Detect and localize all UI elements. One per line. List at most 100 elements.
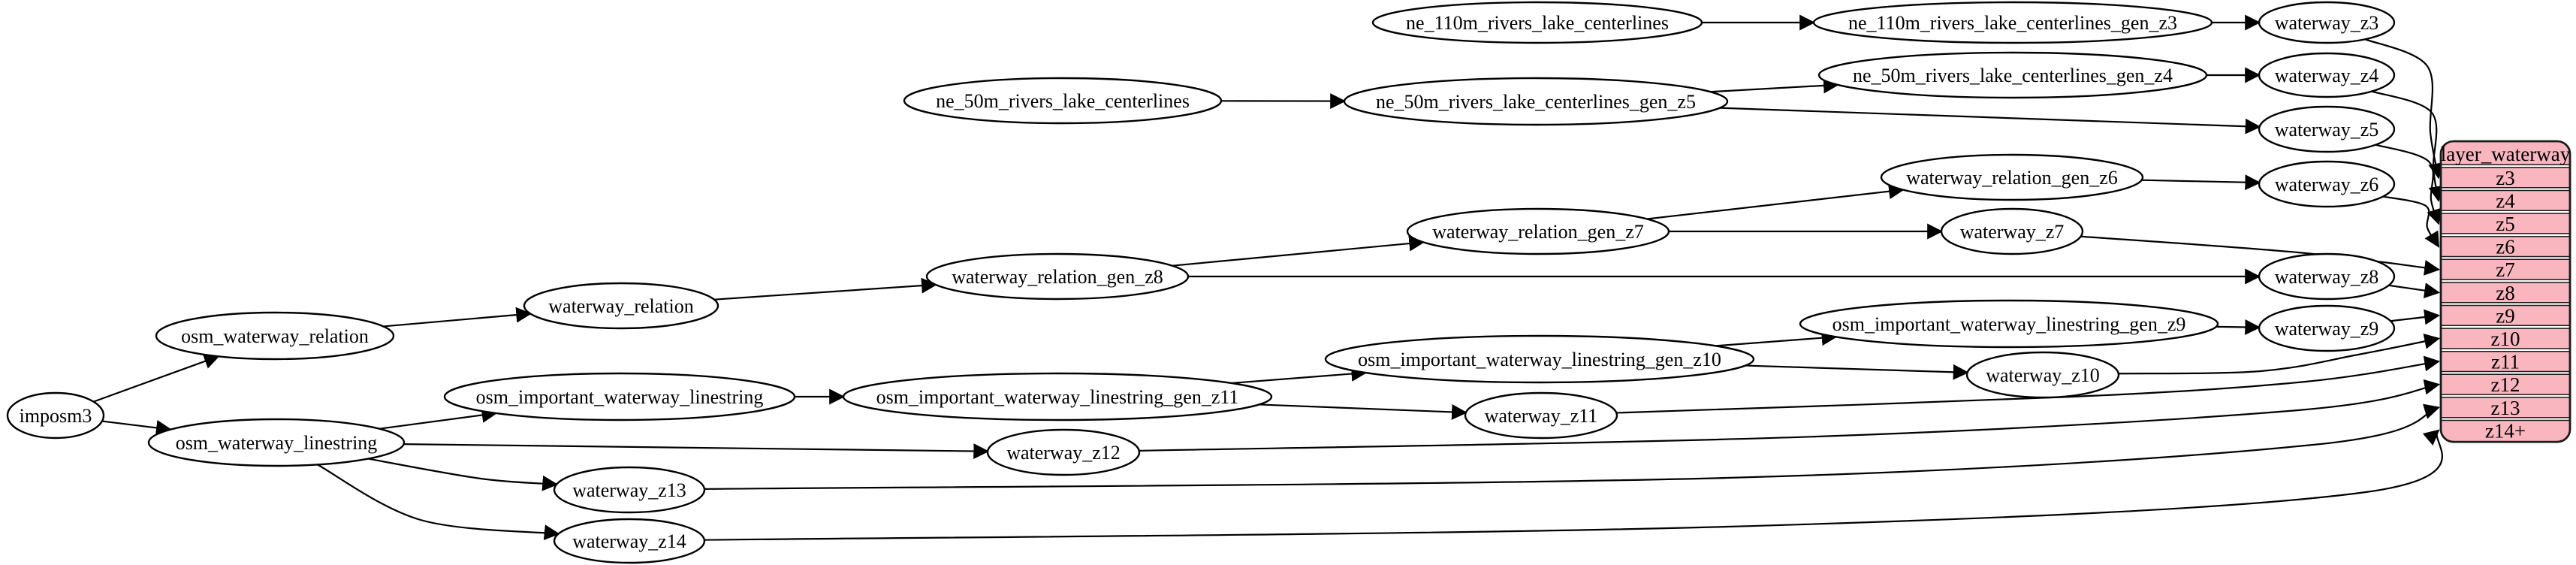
node-label: waterway_z8 [2275,266,2379,288]
node-label: imposm3 [20,405,92,427]
node-ellipse [2258,105,2396,153]
edge-waterway_z4--layer_waterway-z4 [2371,90,2445,202]
node-label: waterway_z11 [1485,405,1598,427]
edge-imposm3--osm_waterway_relation [93,353,220,403]
node-waterway_z12: waterway_z12 [986,428,1141,476]
node-label: ne_50m_rivers_lake_centerlines [936,90,1190,112]
table-border [2439,140,2571,443]
node-ellipse [443,372,796,421]
node-label: waterway_z13 [572,479,686,501]
table-row-z5: z5 [2496,213,2514,235]
table-row-label: z8 [2496,282,2514,304]
table-row-z12: z12 [2491,373,2520,396]
node-waterway_z4: waterway_z4 [2258,52,2396,98]
node-ellipse [1406,207,1670,255]
node-waterway_relation_gen_z6: waterway_relation_gen_z6 [1880,153,2144,201]
edge-imposm3--osm_waterway_linestring [101,420,172,436]
table-row-z4: z4 [2496,189,2515,212]
node-ellipse [2258,160,2396,208]
node-ellipse [1324,334,1755,384]
node-ne_110m_rivers_lake_centerlines: ne_110m_rivers_lake_centerlines [1371,1,1703,44]
node-ellipse [1371,1,1703,44]
node-waterway_relation: waterway_relation [523,282,719,330]
edge-osm_waterway_linestring--waterway_z14 [317,464,560,541]
edge-osm_waterway_linestring--waterway_z13 [367,458,559,491]
node-label: waterway_z10 [1986,364,2100,386]
node-label: waterway_z6 [2275,174,2379,195]
node-ellipse [523,282,719,330]
table-row-label: z6 [2496,236,2514,258]
table-row-z11: z11 [2491,351,2520,373]
node-ellipse [925,252,1190,301]
node-ellipse [553,518,706,564]
edge-waterway_z6--layer_waterway-z6 [2382,195,2440,248]
node-label: osm_waterway_relation [181,325,369,347]
node-label: ne_50m_rivers_lake_centerlines_gen_z5 [1376,91,1696,113]
edge-waterway_z10--layer_waterway-z10 [2118,333,2441,375]
edge-osm_important_waterway_linestring_gen_z9--waterway_z9 [2216,319,2261,335]
node-label: waterway_z14 [572,530,686,552]
node-label: osm_important_waterway_linestring_gen_z1… [1358,349,1721,370]
nodes-layer: imposm3 osm_waterway_relation osm_waterway… [6,1,2396,564]
node-label: osm_waterway_linestring [176,432,378,454]
node-ellipse [842,372,1273,421]
node-ellipse [1464,391,1618,440]
node-ellipse [1343,77,1729,126]
table-row-label: z13 [2491,397,2520,419]
table-row-label: z3 [2496,167,2514,189]
node-ne_50m_rivers_lake_centerlines_gen_z4: ne_50m_rivers_lake_centerlines_gen_z4 [1817,51,2208,99]
edge-ne_50m_rivers_lake_centerlines_gen_z5--ne_50m_rivers_lake_centerlines_gen_z4 [1710,77,1839,94]
edge-osm_waterway_linestring--waterway_z12 [403,443,990,459]
edge-waterway_z13--layer_waterway-z13 [704,403,2441,491]
node-osm_important_waterway_linestring_gen_z9: osm_important_waterway_linestring_gen_z9 [1799,299,2219,349]
edge-waterway_z7--layer_waterway-z7 [2080,235,2441,276]
node-ellipse [2258,52,2396,98]
edge-waterway_z12--layer_waterway-z12 [1139,379,2441,452]
node-label: waterway_relation_gen_z8 [952,266,1163,288]
node-label: ne_50m_rivers_lake_centerlines_gen_z4 [1853,65,2173,86]
edge-ne_50m_rivers_lake_centerlines_gen_z5--waterway_z5 [1719,107,2261,134]
node-label: ne_110m_rivers_lake_centerlines [1406,12,1669,34]
table-row-label: z7 [2496,258,2514,281]
node-ellipse [903,77,1223,125]
table-row-label: z11 [2491,351,2520,373]
node-waterway_z3: waterway_z3 [2258,1,2396,44]
table-row-z6: z6 [2496,236,2514,258]
edge-waterway_z11--layer_waterway-z11 [1616,355,2441,414]
table-row-z13: z13 [2491,397,2520,419]
edge-osm_waterway_linestring--osm_important_waterway_linestring [379,407,498,430]
node-label: waterway_relation_gen_z7 [1432,221,1644,243]
edge-osm_important_waterway_linestring_gen_z10--osm_important_waterway_linestring_gen_z9 [1715,330,1838,347]
node-imposm3: imposm3 [6,391,105,440]
edge-waterway_z5--layer_waterway-z5 [2375,144,2442,225]
node-label: ne_110m_rivers_lake_centerlines_gen_z3 [1848,12,2177,34]
node-ellipse [2258,252,2396,301]
node-label: waterway_z7 [1960,221,2065,243]
table-row-label: z12 [2491,373,2520,396]
node-ellipse [147,418,406,467]
node-osm_important_waterway_linestring_gen_z10: osm_important_waterway_linestring_gen_z1… [1324,334,1755,384]
edge-waterway_relation_gen_z8--waterway_relation_gen_z7 [1172,235,1425,267]
node-label: waterway_z12 [1006,442,1121,464]
node-ellipse [2258,304,2396,352]
node-ellipse [1940,207,2084,255]
node-label: osm_important_waterway_linestring [476,386,764,408]
table-row-z3: z3 [2496,167,2514,189]
edge-waterway_relation_gen_z6--waterway_z6 [2141,174,2261,191]
edge-waterway_z9--layer_waterway-z9 [2390,309,2441,325]
table-title: layer_waterway [2441,143,2571,165]
node-osm_important_waterway_linestring: osm_important_waterway_linestring [443,372,796,421]
node-waterway_z8: waterway_z8 [2258,252,2396,301]
table-row-z8: z8 [2496,282,2514,304]
node-label: waterway_z4 [2275,65,2379,86]
node-waterway_z9: waterway_z9 [2258,304,2396,352]
node-waterway_z14: waterway_z14 [553,518,706,564]
node-ellipse [1965,351,2120,399]
edge-waterway_z8--layer_waterway-z8 [2388,282,2441,298]
table-row-label: z4 [2496,189,2515,212]
table-row-z14+: z14+ [2485,419,2526,442]
table-row-label: z5 [2496,213,2514,235]
node-waterway_z7: waterway_z7 [1940,207,2084,255]
node-waterway_z11: waterway_z11 [1464,391,1618,440]
